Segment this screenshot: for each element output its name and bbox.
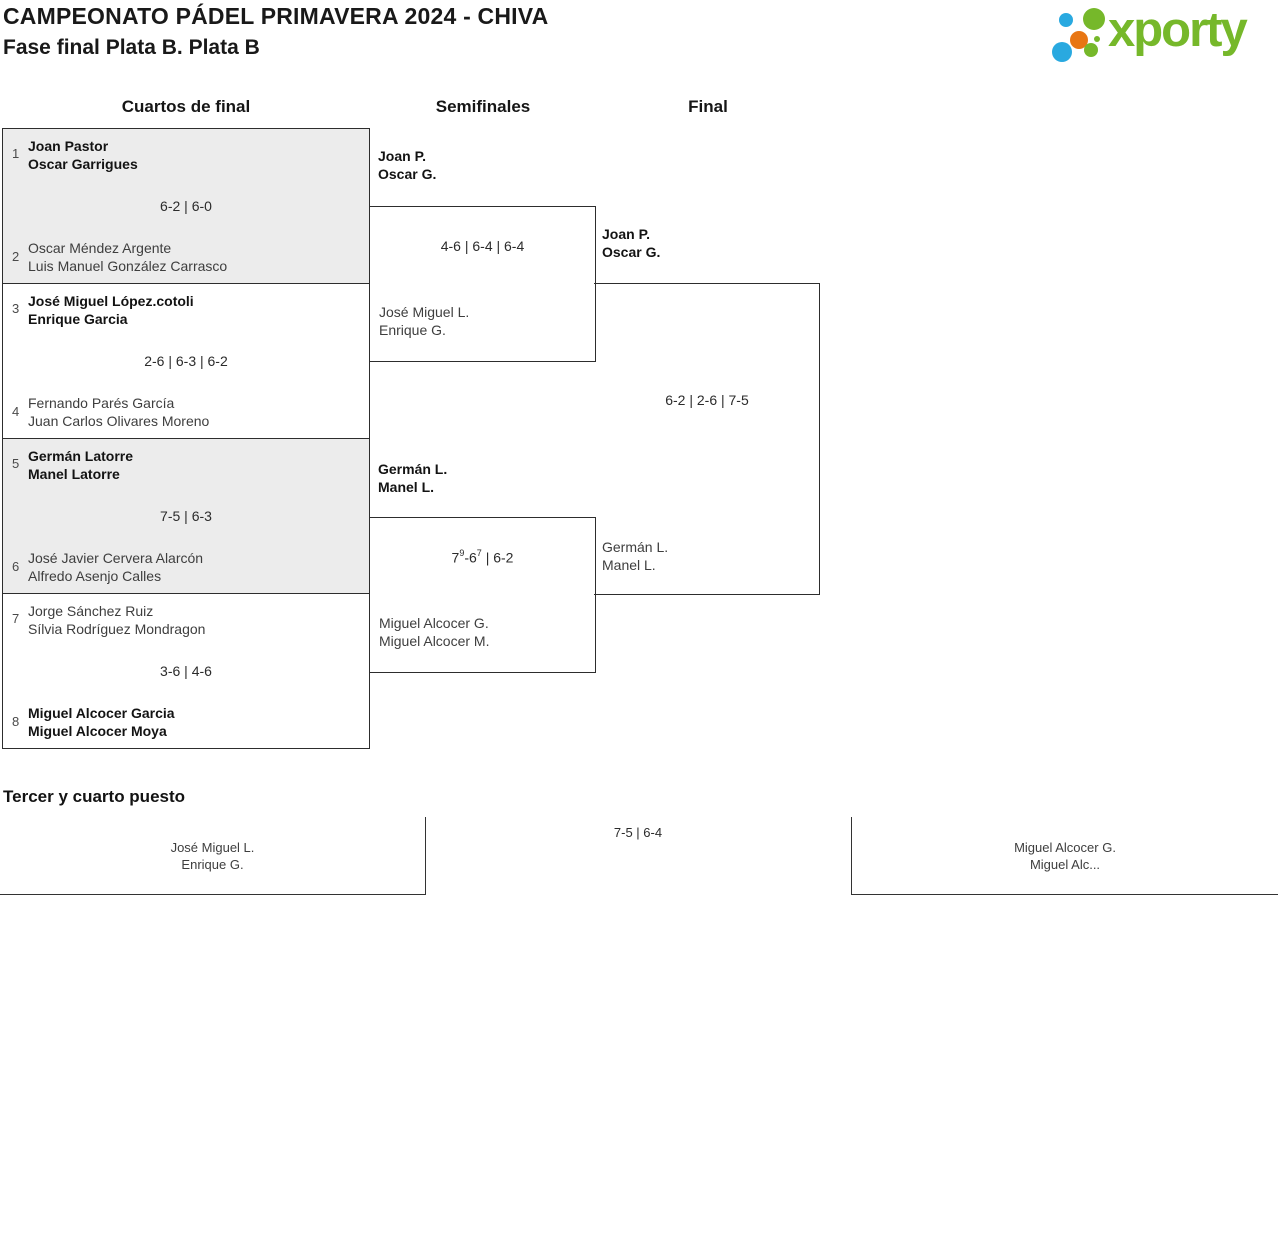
team-pair-winner: Miguel Alcocer Garcia Miguel Alcocer Moy… (28, 705, 175, 739)
team-pair: Miguel Alcocer G. Miguel Alc... (1014, 840, 1116, 872)
logo-dot-icon (1052, 42, 1072, 62)
match-score-with-tiebreak: 79-67 | 6-2 (451, 548, 514, 566)
match-score: 6-2 | 6-0 (160, 198, 212, 214)
final-match-score: 6-2 | 2-6 | 7-5 (665, 392, 749, 408)
team-pair: Miguel Alcocer G. Miguel Alcocer M. (379, 615, 490, 649)
team-pair: José Javier Cervera Alarcón Alfredo Asen… (28, 550, 204, 584)
team-pair-winner: Germán Latorre Manel Latorre (28, 448, 134, 482)
third-place-heading: Tercer y cuarto puesto (3, 787, 186, 806)
final-runner-up-label: Germán L. Manel L. (602, 539, 669, 573)
team-pair: Fernando Parés García Juan Carlos Olivar… (28, 395, 210, 429)
team-pair-winner: Joan Pastor Oscar Garrigues (28, 138, 138, 172)
third-place-match-left[interactable]: José Miguel L. Enrique G. (0, 817, 426, 895)
team-pair: José Miguel L. Enrique G. (379, 304, 470, 338)
third-place-score: 7-5 | 6-4 (613, 825, 663, 840)
semifinal-match-1[interactable]: 4-6 | 6-4 | 6-4 José Miguel L. Enrique G… (369, 206, 596, 362)
third-place-match-right[interactable]: Miguel Alcocer G. Miguel Alc... (851, 817, 1278, 895)
team-pair-winner: José Miguel López.cotoli Enrique Garcia (28, 293, 194, 327)
seed-number: 4 (12, 404, 20, 419)
seed-number: 3 (12, 301, 20, 316)
final-match[interactable] (594, 283, 820, 595)
logo-dot-icon (1059, 13, 1073, 27)
page-subtitle: Fase final Plata B. Plata B (3, 36, 260, 59)
semifinal2-winner-label: Germán L. Manel L. (378, 461, 448, 495)
team-pair: Jorge Sánchez Ruiz Sílvia Rodríguez Mond… (28, 603, 206, 637)
column-header-final: Final (688, 97, 728, 116)
seed-number: 8 (12, 714, 20, 729)
quarterfinal-match-3[interactable]: 5 Germán Latorre Manel Latorre 7-5 | 6-3… (2, 438, 370, 594)
column-header-quarterfinals: Cuartos de final (121, 97, 251, 116)
match-score: 2-6 | 6-3 | 6-2 (144, 353, 228, 369)
team-pair: José Miguel L. Enrique G. (170, 840, 255, 872)
seed-number: 2 (12, 249, 20, 264)
quarterfinal-match-4[interactable]: 7 Jorge Sánchez Ruiz Sílvia Rodríguez Mo… (2, 593, 370, 749)
seed-number: 1 (12, 146, 20, 161)
seed-number: 7 (12, 611, 20, 626)
quarterfinal-match-2[interactable]: 3 José Miguel López.cotoli Enrique Garci… (2, 283, 370, 439)
logo-dot-icon (1070, 31, 1088, 49)
logo-dot-icon (1084, 43, 1098, 57)
final-winner-label: Joan P. Oscar G. (602, 226, 661, 260)
match-score: 3-6 | 4-6 (160, 663, 212, 679)
logo-wordmark[interactable]: xporty (1108, 3, 1248, 57)
column-header-semifinals: Semifinales (435, 97, 531, 116)
match-score: 4-6 | 6-4 | 6-4 (440, 238, 525, 254)
match-score: 7-5 | 6-3 (160, 508, 212, 524)
page-title: CAMPEONATO PÁDEL PRIMAVERA 2024 - CHIVA (3, 3, 549, 29)
semifinal1-winner-label: Joan P. Oscar G. (378, 148, 437, 182)
quarterfinal-match-1[interactable]: 1 Joan Pastor Oscar Garrigues 6-2 | 6-0 … (2, 128, 370, 284)
logo-dot-icon (1083, 8, 1105, 30)
team-pair: Oscar Méndez Argente Luis Manuel Gonzále… (28, 240, 228, 274)
xporty-logo[interactable] (1045, 0, 1280, 75)
semifinal-match-2[interactable]: 79-67 | 6-2 Miguel Alcocer G. Miguel Alc… (369, 517, 596, 673)
seed-number: 6 (12, 559, 20, 574)
logo-dot-icon (1094, 36, 1100, 42)
seed-number: 5 (12, 456, 20, 471)
